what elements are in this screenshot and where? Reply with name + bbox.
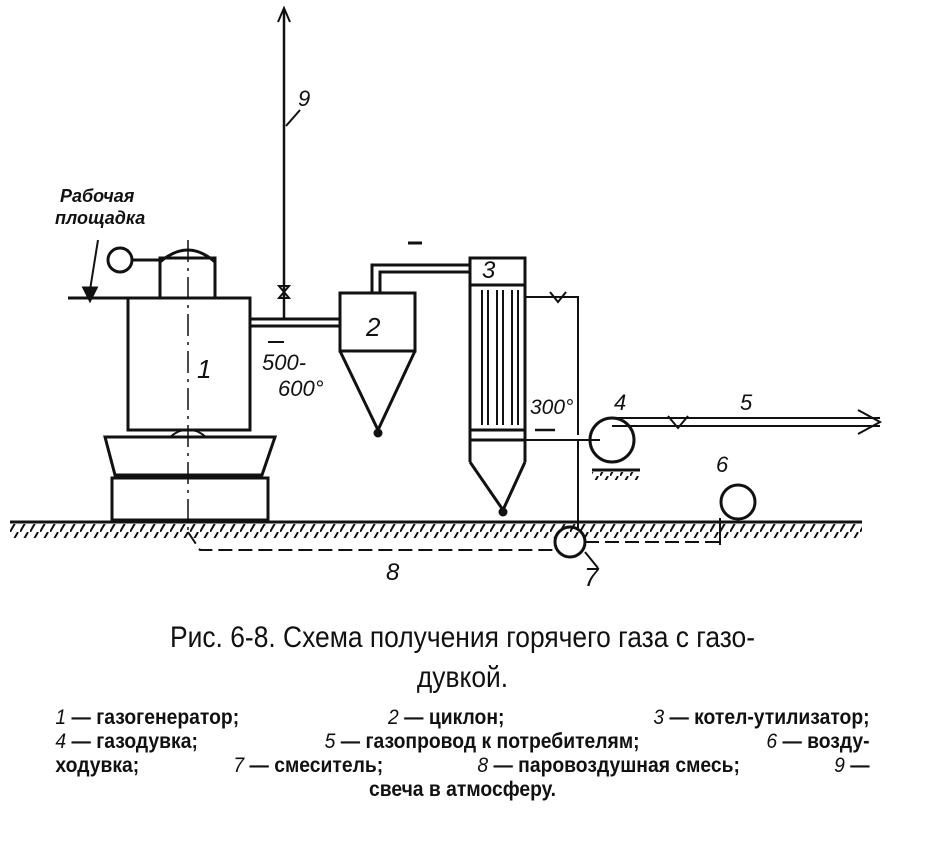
temp-500: 500-: [262, 350, 306, 375]
legend-text: — паровоздушная смесь;: [493, 754, 740, 777]
figure-legend: 1 — газогенератор; 2 — циклон; 3 — котел…: [55, 706, 869, 802]
legend-num: 8: [477, 754, 489, 777]
gas-blower: [525, 409, 883, 480]
pipe-generator-cyclone: [250, 5, 340, 343]
label-9: 9: [298, 86, 310, 111]
figure-title-line1: Рис. 6-8. Схема получения горячего газа …: [169, 621, 755, 654]
mixer: [187, 440, 721, 569]
label-6: 6: [716, 452, 729, 477]
legend-text: свеча в атмосферу.: [368, 778, 557, 801]
legend-num: 7: [233, 754, 245, 777]
legend-num: 2: [388, 706, 399, 729]
waste-heat-boiler: [468, 256, 579, 517]
legend-text: — газогенератор;: [71, 706, 240, 729]
legend-text: — газопровод к потребителям;: [340, 730, 640, 753]
legend-num: 4: [55, 730, 67, 753]
legend-text: — газодувка;: [71, 730, 198, 753]
legend-text: — циклон;: [404, 706, 505, 729]
label-4: 4: [614, 390, 626, 415]
legend-num: 3: [653, 706, 665, 729]
legend-text: —: [850, 754, 870, 777]
label-7: 7: [584, 562, 600, 592]
legend-text: ходувка;: [55, 754, 140, 777]
ground: [10, 520, 862, 538]
figure-title-line2: дувкой.: [416, 661, 509, 694]
temp-300: 300°: [530, 396, 573, 419]
label-1: 1: [197, 354, 211, 384]
legend-text: — возду-: [782, 730, 870, 753]
legend-text: — смеситель;: [249, 754, 384, 777]
platform-label: Рабочая: [60, 186, 135, 206]
process-scheme: Рабочая площадка 1 2 3 4 5 6 7 8 9 500- …: [10, 5, 883, 592]
legend-num: 9: [834, 754, 845, 777]
cyclone: [338, 241, 470, 438]
legend-num: 1: [55, 706, 67, 729]
legend-text: — котел-утилизатор;: [669, 706, 870, 729]
label-3: 3: [482, 257, 496, 284]
figure-title: Рис. 6-8. Схема получения горячего газа …: [56, 618, 870, 698]
platform-label-2: площадка: [55, 208, 145, 228]
legend-num: 6: [766, 730, 778, 753]
label-8: 8: [386, 559, 400, 586]
air-blower: [719, 483, 757, 521]
label-5: 5: [740, 390, 753, 415]
temp-600: 600°: [278, 376, 324, 401]
gas-generator: [68, 239, 278, 535]
legend-num: 5: [324, 730, 336, 753]
label-2: 2: [365, 312, 381, 342]
